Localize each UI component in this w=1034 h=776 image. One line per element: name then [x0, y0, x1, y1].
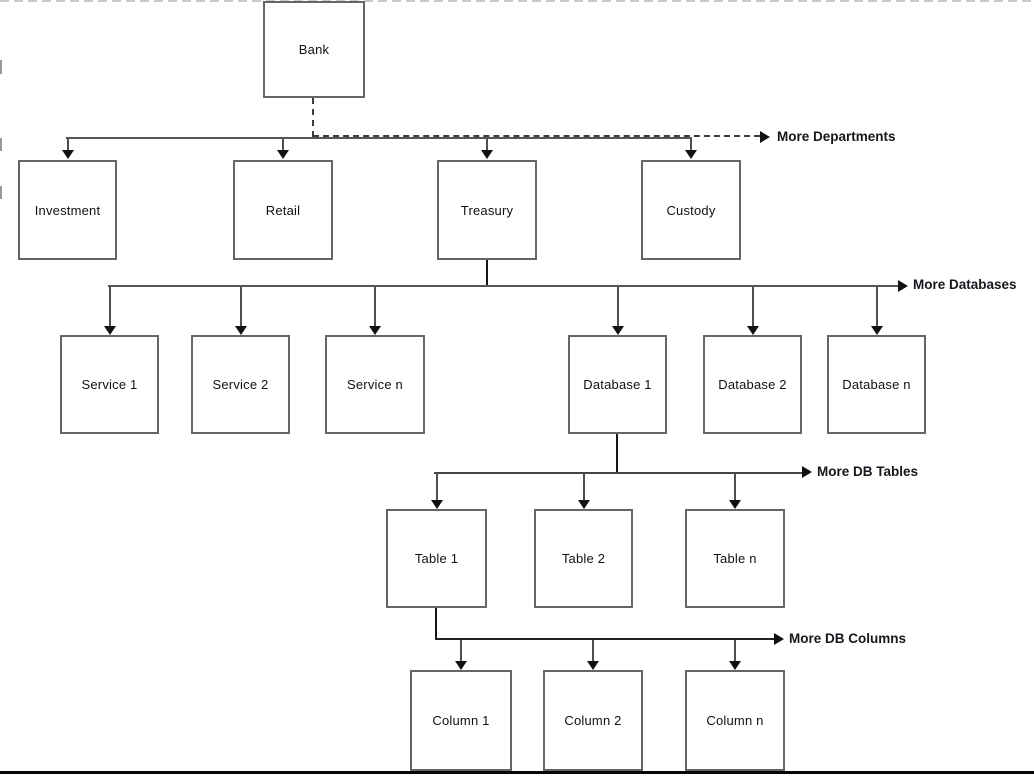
arrowhead-down-icon [729, 500, 741, 509]
connector-drop [282, 138, 284, 151]
bus-table1-children [435, 638, 774, 640]
arrowhead-down-icon [729, 661, 741, 670]
bus-departments [66, 137, 692, 139]
node-treasury: Treasury [437, 160, 537, 260]
connector-drop [583, 473, 585, 501]
more-db-columns-label: More DB Columns [789, 631, 907, 646]
page-boundary-left-dash [0, 138, 2, 151]
node-table-2: Table 2 [534, 509, 633, 608]
arrowhead-down-icon [235, 326, 247, 335]
bus-departments-dashed-overflow [313, 135, 760, 137]
page-boundary-left-dash [0, 186, 2, 199]
connector-drop [752, 287, 754, 326]
arrowhead-down-icon [481, 150, 493, 159]
more-databases-arrowhead-icon [898, 280, 908, 292]
connector-drop [67, 138, 69, 151]
arrowhead-down-icon [871, 326, 883, 335]
node-column-2: Column 2 [543, 670, 643, 771]
node-column-1: Column 1 [410, 670, 512, 771]
connector-bank-stem [312, 98, 314, 137]
connector-drop [617, 287, 619, 326]
arrowhead-down-icon [369, 326, 381, 335]
connector-drop [592, 640, 594, 662]
node-table-1: Table 1 [386, 509, 487, 608]
connector-drop [876, 287, 878, 326]
page-boundary-top-dash [0, 0, 1034, 2]
node-investment: Investment [18, 160, 117, 260]
page-boundary-left-dash [0, 60, 2, 74]
connector-drop [374, 287, 376, 326]
node-database-1: Database 1 [568, 335, 667, 434]
arrowhead-down-icon [431, 500, 443, 509]
arrowhead-down-icon [612, 326, 624, 335]
window-bottom-edge [0, 771, 1034, 774]
arrowhead-down-icon [62, 150, 74, 159]
arrowhead-down-icon [104, 326, 116, 335]
node-bank: Bank [263, 1, 365, 98]
connector-treasury-stem [486, 260, 488, 287]
bus-database1-children [434, 472, 802, 474]
node-column-n: Column n [685, 670, 785, 771]
more-departments-arrowhead-icon [760, 131, 770, 143]
arrowhead-down-icon [747, 326, 759, 335]
more-db-tables-label: More DB Tables [817, 464, 919, 479]
node-service-2: Service 2 [191, 335, 290, 434]
arrowhead-down-icon [685, 150, 697, 159]
connector-drop [109, 287, 111, 326]
node-service-n: Service n [325, 335, 425, 434]
more-db-columns-arrowhead-icon [774, 633, 784, 645]
connector-drop [486, 138, 488, 151]
more-databases-label: More Databases [913, 277, 1017, 292]
connector-database1-stem [616, 434, 618, 473]
arrowhead-down-icon [277, 150, 289, 159]
connector-drop [240, 287, 242, 326]
connector-drop [460, 640, 462, 662]
node-database-2: Database 2 [703, 335, 802, 434]
more-departments-label: More Departments [777, 129, 896, 144]
node-database-n: Database n [827, 335, 926, 434]
bus-treasury-children [108, 285, 898, 287]
arrowhead-down-icon [455, 661, 467, 670]
more-db-tables-arrowhead-icon [802, 466, 812, 478]
arrowhead-down-icon [578, 500, 590, 509]
node-retail: Retail [233, 160, 333, 260]
connector-drop [690, 138, 692, 151]
connector-drop [734, 473, 736, 501]
connector-drop [436, 473, 438, 501]
node-custody: Custody [641, 160, 741, 260]
arrowhead-down-icon [587, 661, 599, 670]
connector-table1-stem [435, 608, 437, 640]
node-table-n: Table n [685, 509, 785, 608]
connector-drop [734, 640, 736, 662]
node-service-1: Service 1 [60, 335, 159, 434]
